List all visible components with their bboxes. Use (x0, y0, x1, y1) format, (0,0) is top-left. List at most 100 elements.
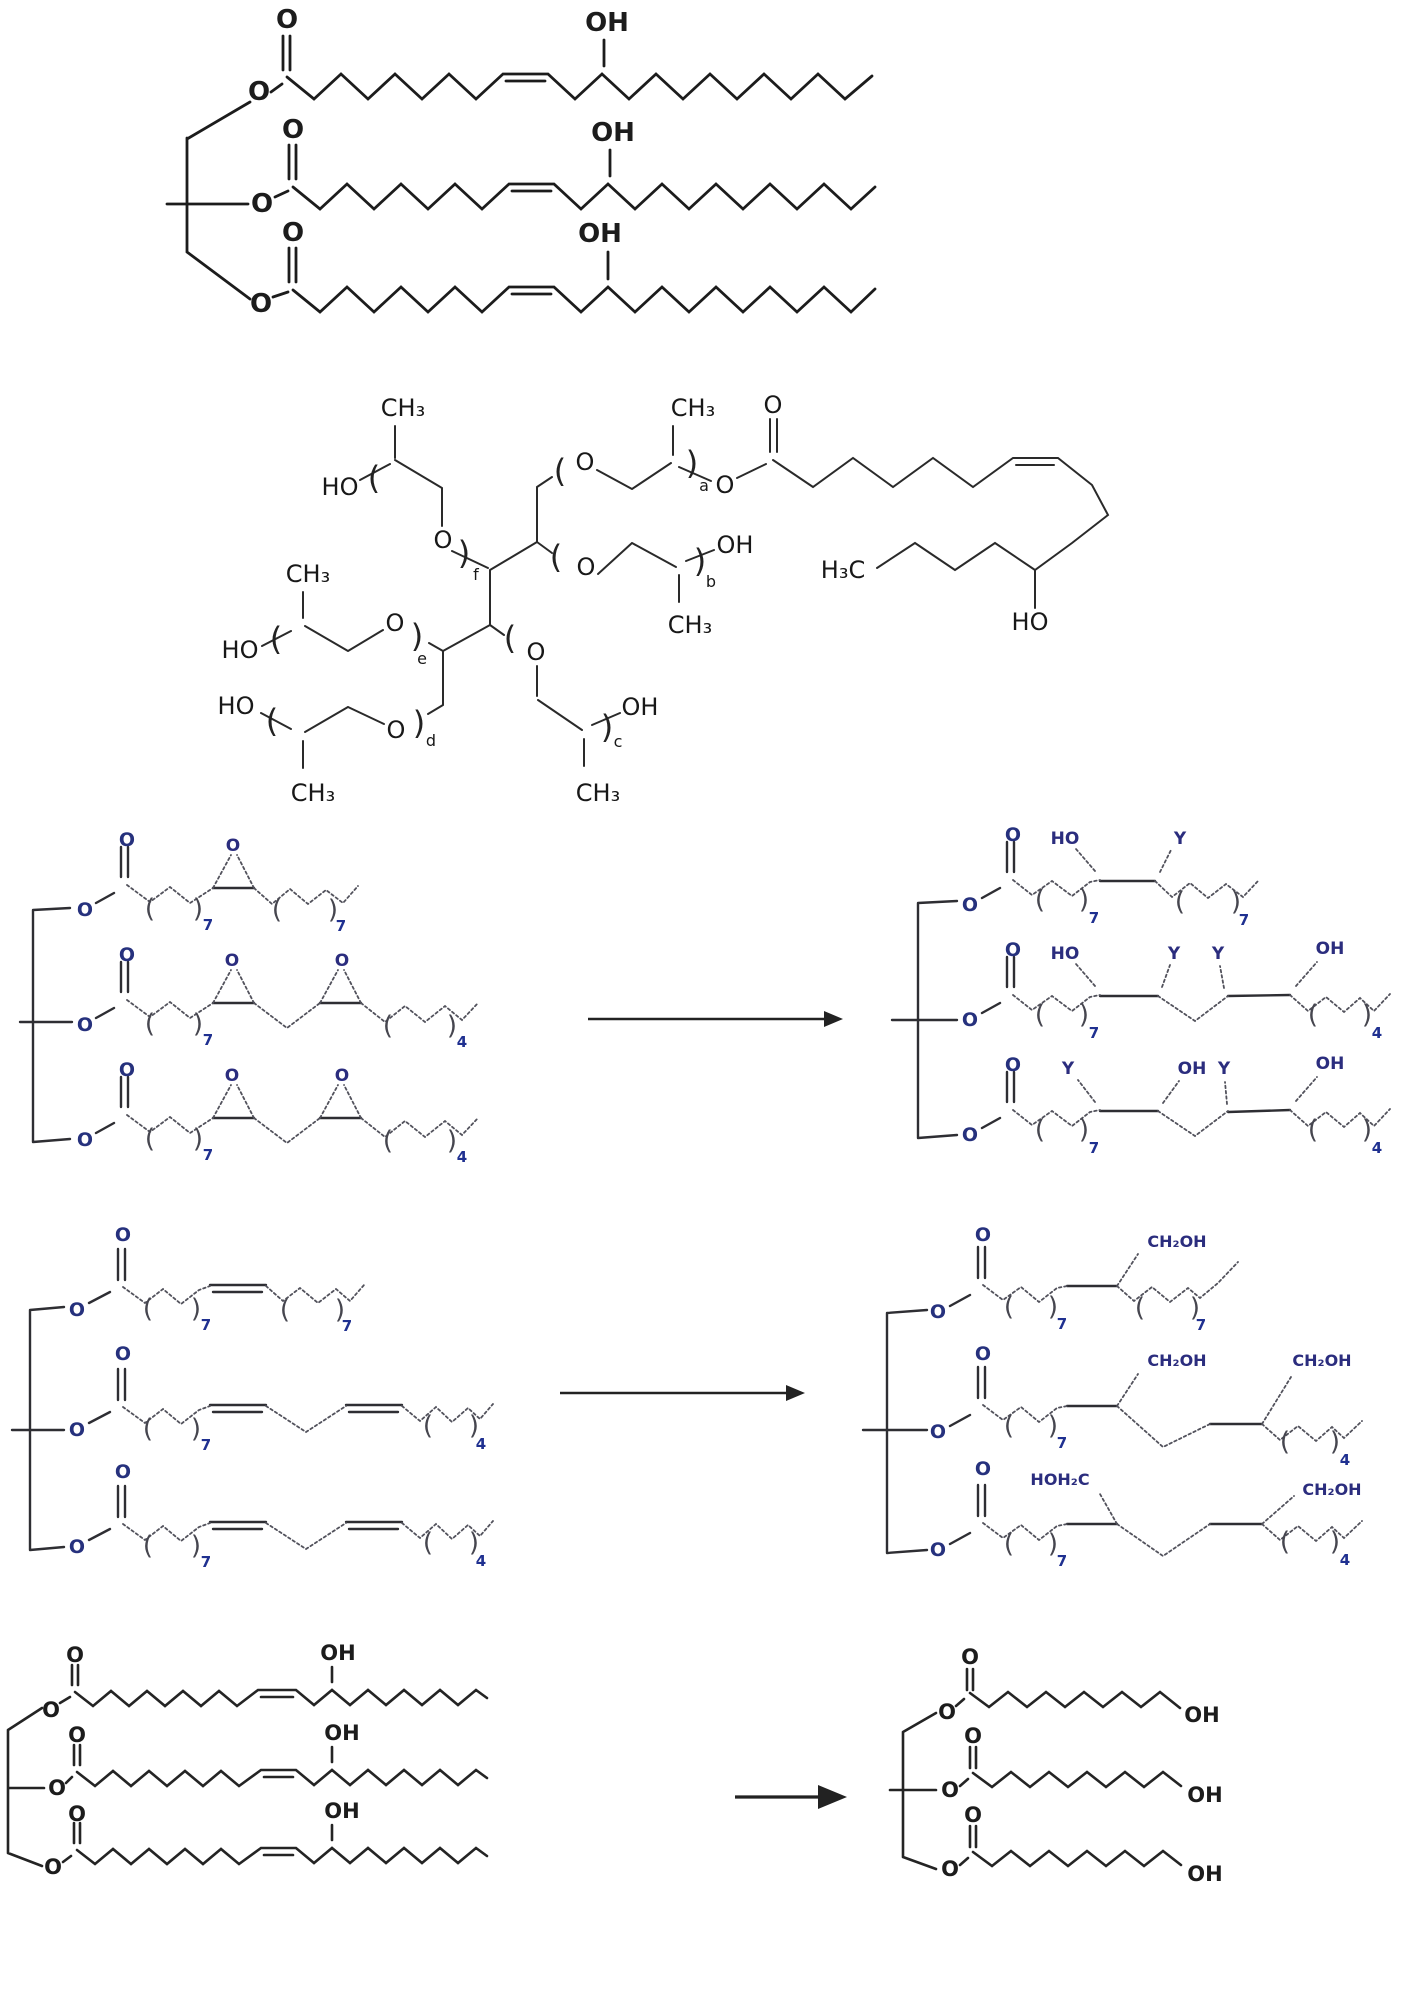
repeat-close-paren: ) (1079, 885, 1089, 915)
methyl-label: CH₃ (286, 560, 330, 588)
epoxidized-triglyceride-structure: O O O O O O O O O O O ( ) 7 ( ) 7 ( ) 7 … (18, 829, 479, 1166)
repeat-open-paren: ( (272, 895, 282, 925)
hydroxyl-label: HO (1051, 829, 1080, 849)
ether-oxygen-label: O (577, 553, 596, 581)
repeat-open-paren: ( (1280, 1427, 1290, 1457)
saturated-triol-product-structure: O O O O O O OH OH OH (888, 1645, 1223, 1886)
repeat-close-paren: ) (1231, 887, 1241, 917)
ester-oxygen-label: O (962, 894, 978, 916)
ester-oxygen-label: O (69, 1299, 85, 1321)
repeat-count-4: 4 (1340, 1551, 1350, 1569)
repeat-count-7: 7 (1089, 1139, 1099, 1157)
bond (260, 418, 1110, 769)
repeat-open-paren: ( (1004, 1529, 1014, 1559)
repeat-count-7: 7 (1196, 1316, 1206, 1334)
repeat-open-paren: ( (145, 894, 155, 924)
ether-oxygen-label: O (527, 638, 546, 666)
arm-subscript-a: a (699, 476, 709, 495)
repeat-count-7: 7 (1057, 1552, 1067, 1570)
repeat-close-paren: ) (1190, 1293, 1200, 1323)
repeat-close-paren: ) (458, 534, 470, 572)
carbonyl-oxygen-label: O (1005, 939, 1021, 961)
ester-oxygen-label: O (44, 1855, 62, 1879)
repeat-open-paren: ( (1175, 887, 1185, 917)
ester-oxygen-label: O (938, 1700, 956, 1724)
ether-oxygen-label: O (386, 609, 405, 637)
repeat-close-paren: ) (193, 894, 203, 924)
ester-oxygen-label: O (77, 899, 93, 921)
repeat-open-paren: ( (1135, 1293, 1145, 1323)
repeat-close-paren: ) (469, 1411, 479, 1441)
repeat-close-paren: ) (191, 1531, 201, 1561)
hydroxyl-label: HO (218, 692, 255, 720)
substituent-y-label: Y (1061, 1059, 1075, 1079)
hydroxyl-label: OH (1187, 1862, 1222, 1886)
methyl-label: CH₃ (668, 611, 712, 639)
methyl-label: CH₃ (291, 779, 335, 807)
substituent-y-label: Y (1167, 944, 1181, 964)
ester-oxygen-label: O (251, 189, 273, 219)
carbonyl-oxygen-label: O (119, 829, 135, 851)
hydroxyl-label: OH (320, 1641, 355, 1665)
bond-dashed (982, 1253, 1363, 1558)
carbonyl-oxygen-label: O (1005, 824, 1021, 846)
bond (890, 840, 1292, 1140)
repeat-count-7: 7 (201, 1436, 211, 1454)
repeat-count-4: 4 (457, 1033, 467, 1051)
hydroxyl-label: HO (222, 636, 259, 664)
castor-oil-structure: O O O O O O OH OH OH (165, 5, 877, 319)
repeat-close-paren: ) (193, 1124, 203, 1154)
repeat-count-7: 7 (1239, 911, 1249, 929)
hydroxyl-label: OH (1184, 1703, 1219, 1727)
repeat-open-paren: ( (368, 459, 380, 497)
repeat-count-4: 4 (476, 1552, 486, 1570)
methyl-label: CH₃ (381, 394, 425, 422)
repeat-open-paren: ( (1308, 1115, 1318, 1145)
carbonyl-oxygen-label: O (964, 1724, 982, 1748)
hydroxyl-label: OH (1178, 1059, 1207, 1079)
ester-oxygen-label: O (48, 1776, 66, 1800)
repeat-open-paren: ( (1035, 1000, 1045, 1030)
substituent-y-label: Y (1211, 944, 1225, 964)
repeat-close-paren: ) (191, 1294, 201, 1324)
ester-oxygen-label: O (42, 1698, 60, 1722)
repeat-open-paren: ( (143, 1531, 153, 1561)
carbonyl-oxygen-label: O (964, 1803, 982, 1827)
arm-subscript-b: b (706, 572, 716, 591)
reaction-arrow (735, 1785, 847, 1809)
repeat-close-paren: ) (447, 1126, 457, 1156)
unsaturated-triglyceride-structure: O O O O O O ( ) 7 ( ) 7 ( ) 7 ( ) 4 ( ) … (10, 1224, 494, 1571)
bond-dashed (126, 854, 479, 1145)
carbonyl-oxygen-label: O (282, 218, 304, 248)
carbonyl-oxygen-label: O (115, 1343, 131, 1365)
reaction-arrow (588, 1011, 843, 1027)
repeat-count-7: 7 (1089, 1024, 1099, 1042)
arm-subscript-c: c (614, 732, 623, 751)
ester-oxygen-label: O (930, 1421, 946, 1443)
carbonyl-oxygen-label: O (961, 1645, 979, 1669)
terminal-methyl-label: H₃C (821, 556, 865, 584)
repeat-close-paren: ) (1048, 1411, 1058, 1441)
repeat-close-paren: ) (1330, 1427, 1340, 1457)
epoxide-oxygen-label: O (335, 1066, 349, 1086)
repeat-close-paren: ) (328, 895, 338, 925)
methyl-label: CH₃ (671, 394, 715, 422)
bond (18, 845, 363, 1144)
repeat-open-paren: ( (145, 1009, 155, 1039)
carbonyl-oxygen-label: O (975, 1343, 991, 1365)
ring-opened-polyol-structure: O O O O O O HO Y HO Y Y OH Y OH Y OH ( )… (890, 824, 1391, 1157)
epoxide-oxygen-label: O (225, 951, 239, 971)
repeat-open-paren: ( (266, 702, 278, 740)
repeat-open-paren: ( (270, 620, 282, 658)
repeat-open-paren: ( (143, 1414, 153, 1444)
repeat-close-paren: ) (686, 444, 698, 482)
repeat-count-7: 7 (1057, 1315, 1067, 1333)
carbonyl-oxygen-label: O (115, 1224, 131, 1246)
repeat-open-paren: ( (1035, 1115, 1045, 1145)
repeat-close-paren: ) (335, 1295, 345, 1325)
hydroxyl-label: OH (591, 118, 635, 148)
carbonyl-oxygen-label: O (975, 1224, 991, 1246)
bond (10, 1247, 404, 1552)
repeat-open-paren: ( (383, 1126, 393, 1156)
